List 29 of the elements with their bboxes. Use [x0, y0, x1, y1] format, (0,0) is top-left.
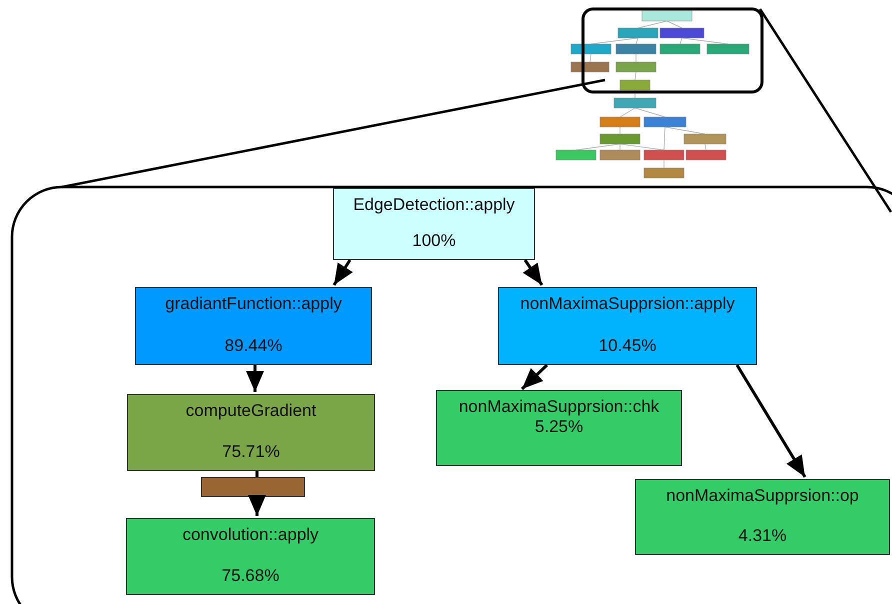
arrow: [332, 259, 353, 286]
arrow: [248, 495, 266, 516]
percentage-label: 5.25%: [534, 417, 584, 437]
percentage-label: 4.31%: [738, 526, 787, 546]
percentage-label: 75.68%: [222, 566, 280, 586]
function-box: [126, 518, 375, 595]
function-name: nonMaximaSupprsion::chk: [458, 397, 660, 417]
function-box: [498, 287, 757, 365]
connector-line: [256, 471, 258, 477]
function-box: [635, 479, 890, 555]
function-box: [135, 287, 372, 365]
arrow: [520, 364, 548, 390]
percentage-label: 75.71%: [222, 442, 280, 462]
arrow: [522, 259, 544, 286]
percentage-label: 100%: [412, 231, 456, 251]
function-name: convolution::apply: [182, 525, 319, 545]
function-name: gradiantFunction::apply: [165, 294, 342, 314]
function-name: nonMaximaSupprsion::op: [666, 486, 859, 506]
bar-shape: [201, 477, 305, 497]
arrow: [736, 364, 806, 478]
percentage-label: 10.45%: [598, 336, 656, 356]
arrow: [246, 365, 264, 392]
function-name: nonMaximaSupprsion::apply: [520, 294, 735, 314]
function-box: [333, 188, 535, 260]
function-name: computeGradient: [186, 401, 316, 421]
function-box: [436, 390, 682, 466]
function-name: EdgeDetection::apply: [353, 195, 515, 215]
percentage-label: 89.44%: [224, 336, 282, 356]
function-box: [127, 394, 375, 471]
